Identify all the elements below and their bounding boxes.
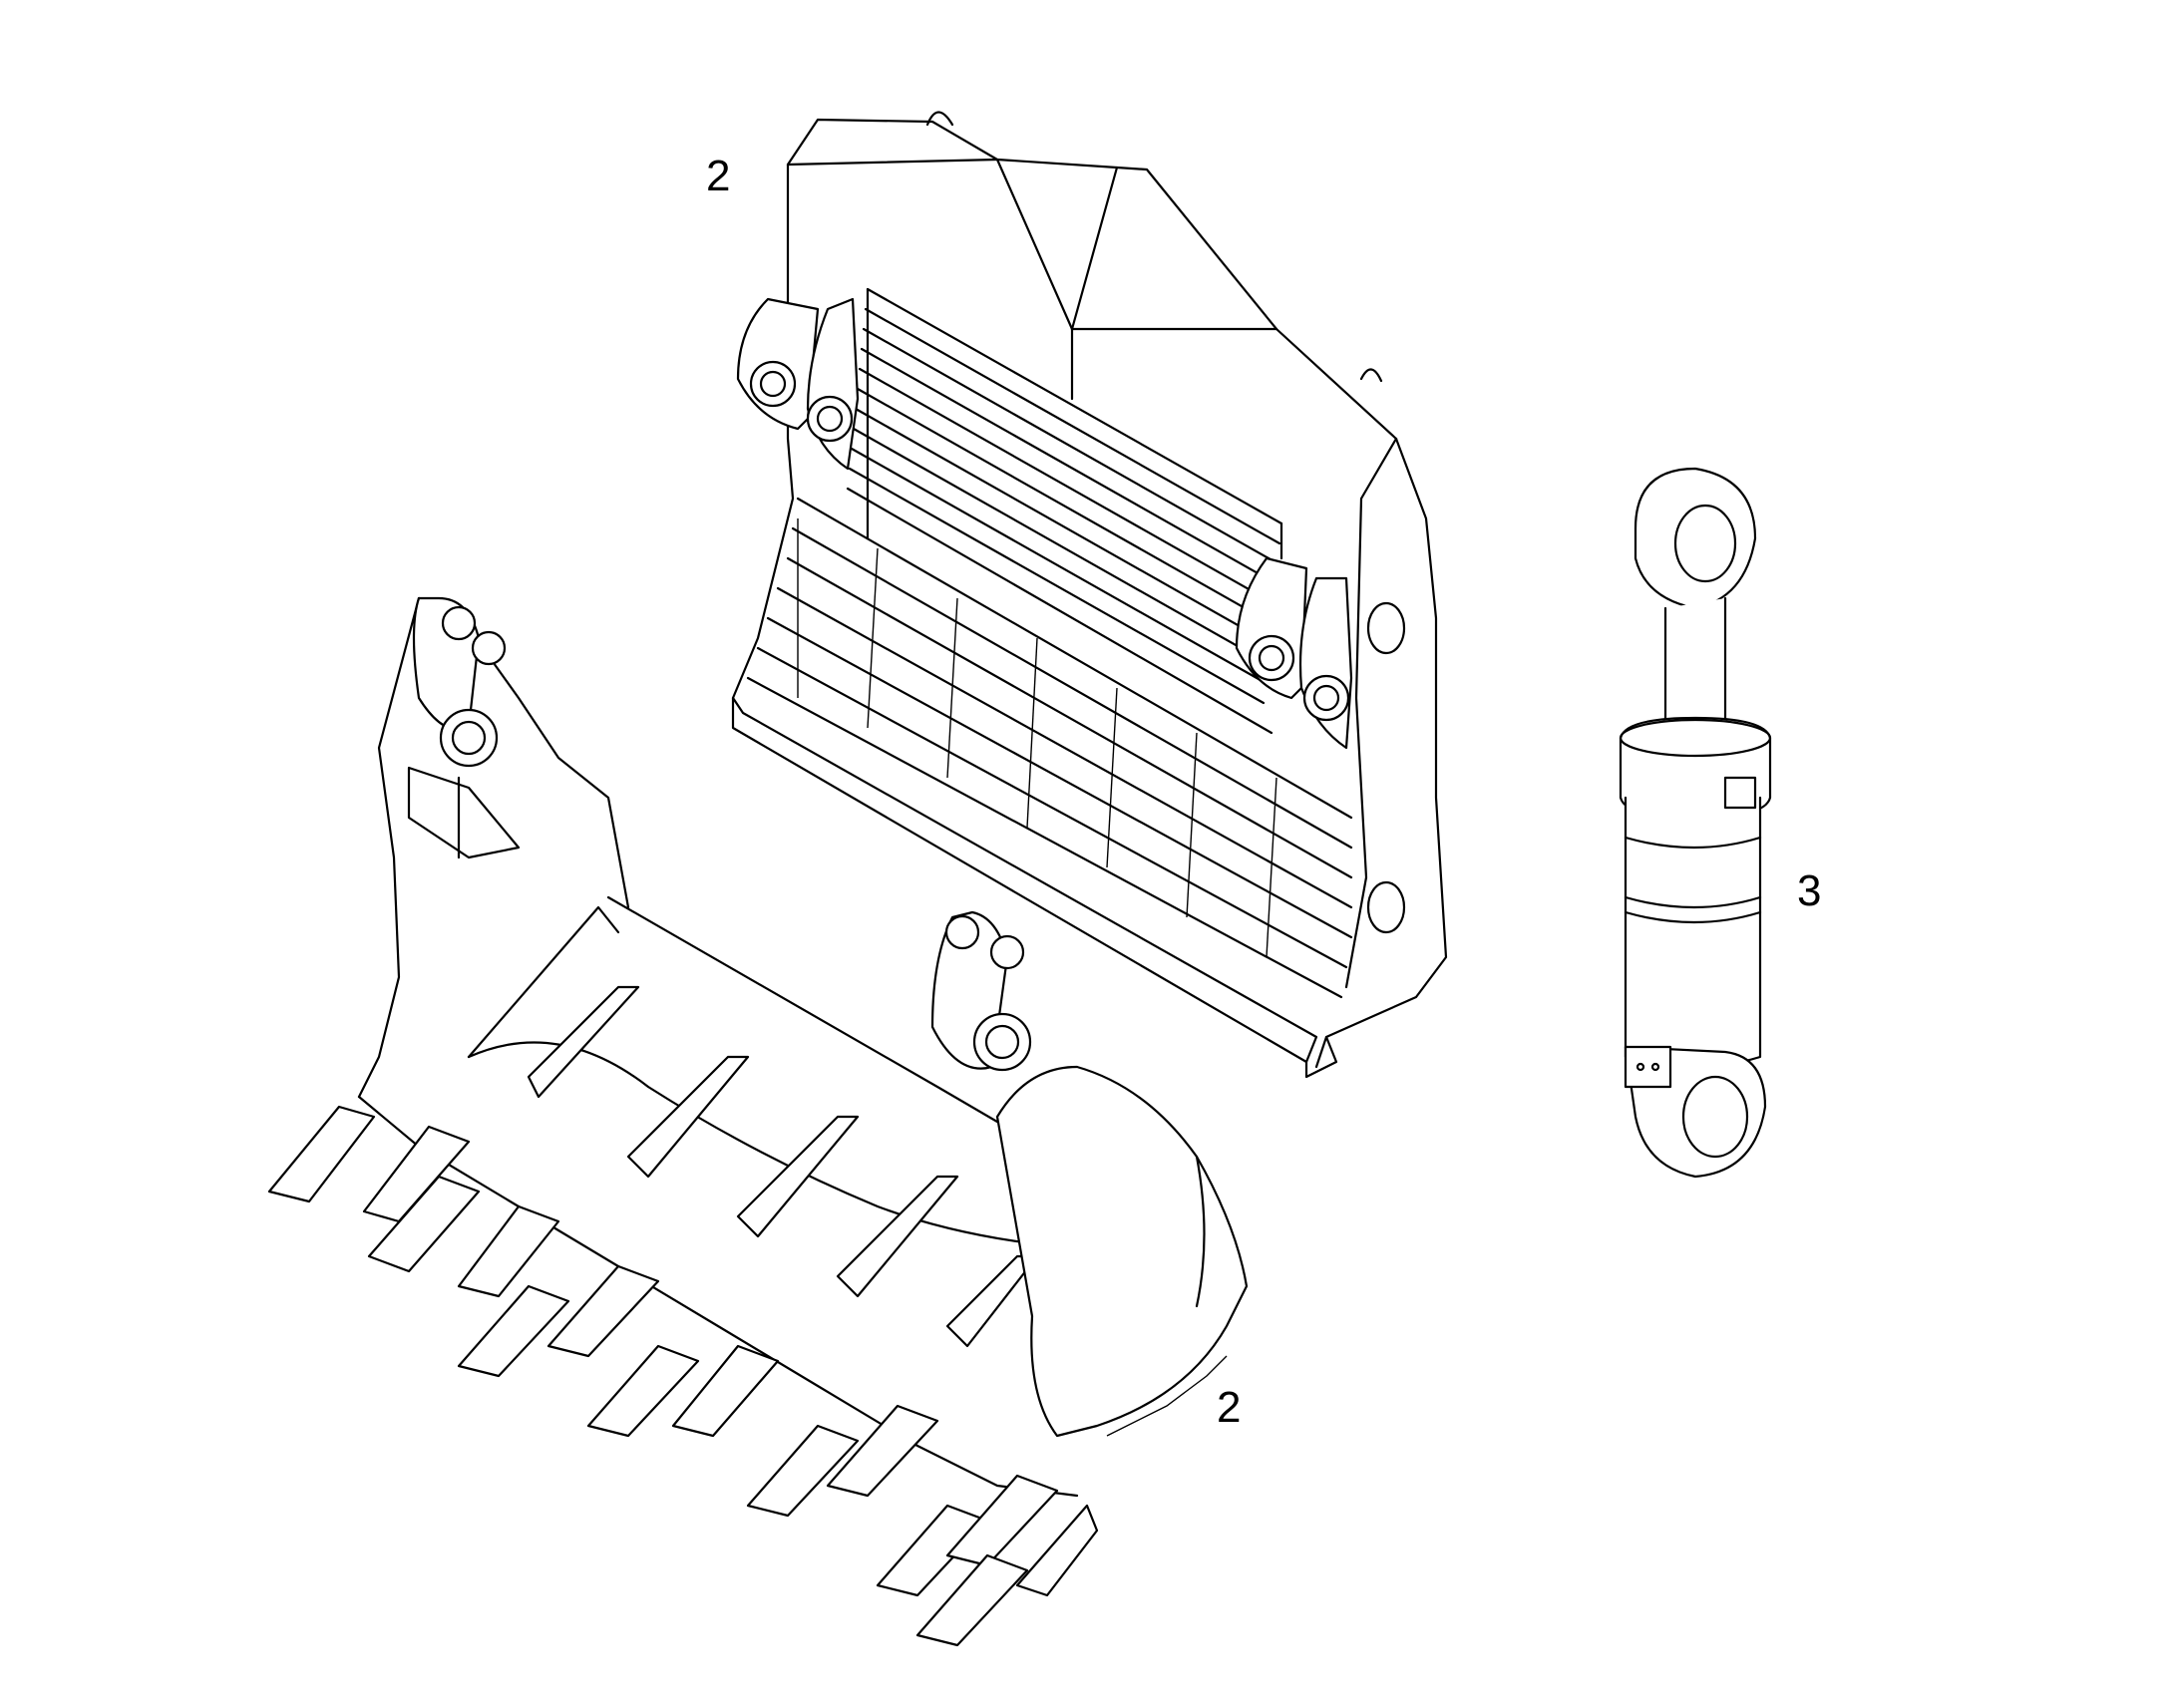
rear-bucket-lug-right (1235, 556, 1353, 750)
rear-bucket-drawing (731, 111, 1448, 1079)
callout-front-bucket: 2 (1217, 1383, 1242, 1432)
front-bucket-drawing (267, 596, 1249, 1647)
grille-bars (746, 287, 1353, 999)
callout-rear-bucket: 2 (706, 152, 731, 200)
callout-hydraulic-cylinder: 3 (1797, 866, 1822, 915)
hydraulic-cylinder-drawing (1619, 467, 1772, 1179)
rear-bucket-lug-left (736, 297, 860, 471)
bucket-teeth (267, 1105, 1099, 1647)
wear-bars (527, 985, 1039, 1348)
front-bucket-lug-right (930, 910, 1032, 1072)
front-bucket-lug-left (407, 596, 521, 859)
